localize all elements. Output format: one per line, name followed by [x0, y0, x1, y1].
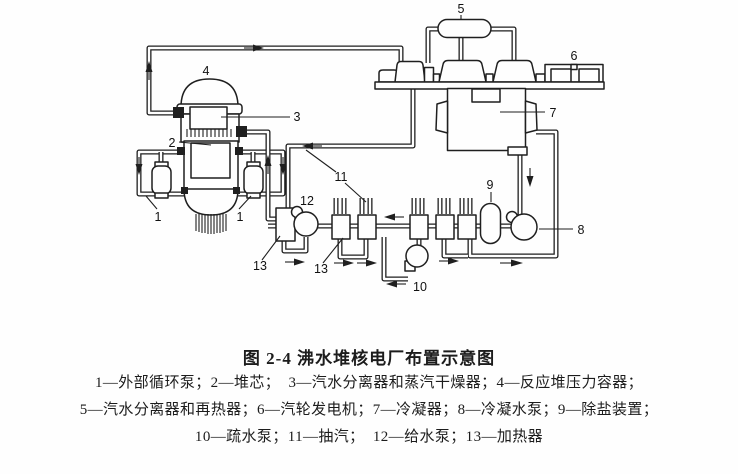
legend-line-1: 1—外部循环泵；2—堆芯； 3—汽水分离器和蒸汽干燥器；4—反应堆压力容器；: [94, 375, 644, 391]
heater-5: [435, 214, 455, 240]
label-generator: 6: [571, 49, 578, 63]
label-core: 2: [169, 136, 176, 150]
lp-turbine-1: [438, 59, 487, 83]
figure-caption: 图 2-4 沸水堆核电厂布置示意图 1—外部循环泵；2—堆芯； 3—汽水分离器和…: [0, 336, 738, 450]
label-demineralizer: 9: [487, 178, 494, 192]
heater-drain-to-condenser-pipe: [467, 129, 559, 259]
diagram-labels: 1 1 2 3 4 5 6 7 8 9 10 11 12 13 13: [155, 2, 585, 294]
extraction-steam-line: [285, 87, 416, 209]
label-feed-pump: 12: [300, 194, 314, 208]
bwr-plant-diagram: 1 1 2 3 4 5 6 7 8 9 10 11 12 13 13: [135, 2, 605, 294]
external-circulation-pump-left: [151, 161, 172, 199]
legend-line-3: 10—疏水泵；11—抽汽； 12—给水泵；13—加热器: [194, 429, 544, 445]
feed-pump: [290, 205, 319, 237]
lp-turbine-2: [492, 59, 537, 83]
main-steam-line: [146, 45, 404, 116]
legend-line-2: 5—汽水分离器和再热器；6—汽轮发电机；7—冷凝器；8—冷凝水泵；9—除盐装置；: [79, 402, 659, 418]
label-msr: 5: [458, 2, 465, 16]
bwr-schematic-svg: 1 1 2 3 4 5 6 7 8 9 10 11 12 13 13: [135, 2, 605, 294]
msr-piping: [425, 26, 517, 63]
generator: [544, 63, 604, 83]
heater-6: [457, 214, 477, 240]
condensate-pump: [505, 210, 538, 241]
steam-separator-dryer: [189, 106, 228, 130]
label-condenser: 7: [550, 106, 557, 120]
reactor-pressure-vessel: [173, 78, 247, 234]
label-heater-a: 13: [253, 259, 267, 273]
label-extraction: 11: [335, 170, 348, 184]
flow-arrows: [135, 44, 534, 288]
hp-turbine: [394, 60, 426, 83]
reactor-core: [190, 142, 231, 179]
demineralizer: [479, 202, 502, 245]
label-separator-dryer: 3: [294, 110, 301, 124]
label-heater-b: 13: [314, 262, 328, 276]
label-pressure-vessel: 4: [203, 64, 210, 78]
label-leader-lines: [145, 15, 573, 264]
heater-3: [357, 214, 377, 240]
moisture-separator-reheater: [437, 18, 492, 39]
turbine-generator-set: [374, 59, 605, 90]
dryer-hatch: [186, 129, 232, 137]
external-circulation-pump-right: [243, 161, 264, 199]
heater-drain-loops: [281, 237, 468, 282]
label-drain-pump: 10: [413, 280, 427, 294]
feedwater-heaters: [275, 207, 477, 242]
label-circ-pump-right: 1: [237, 210, 244, 224]
label-circ-pump-left: 1: [155, 210, 162, 224]
figure-title: 图 2-4 沸水堆核电厂布置示意图: [242, 349, 496, 368]
steam-nozzle: [173, 107, 184, 118]
heater-4: [409, 214, 429, 240]
condenser: [435, 87, 538, 156]
drain-pump: [404, 244, 429, 272]
extraction-stubs: [333, 198, 473, 214]
control-rod-drives-hatch: [195, 214, 227, 234]
feedwater-nozzle: [236, 126, 247, 137]
feedwater-line: [240, 129, 278, 222]
heater-2: [331, 214, 351, 240]
label-condensate-pump: 8: [578, 223, 585, 237]
condenser-hotwell: [507, 146, 528, 156]
